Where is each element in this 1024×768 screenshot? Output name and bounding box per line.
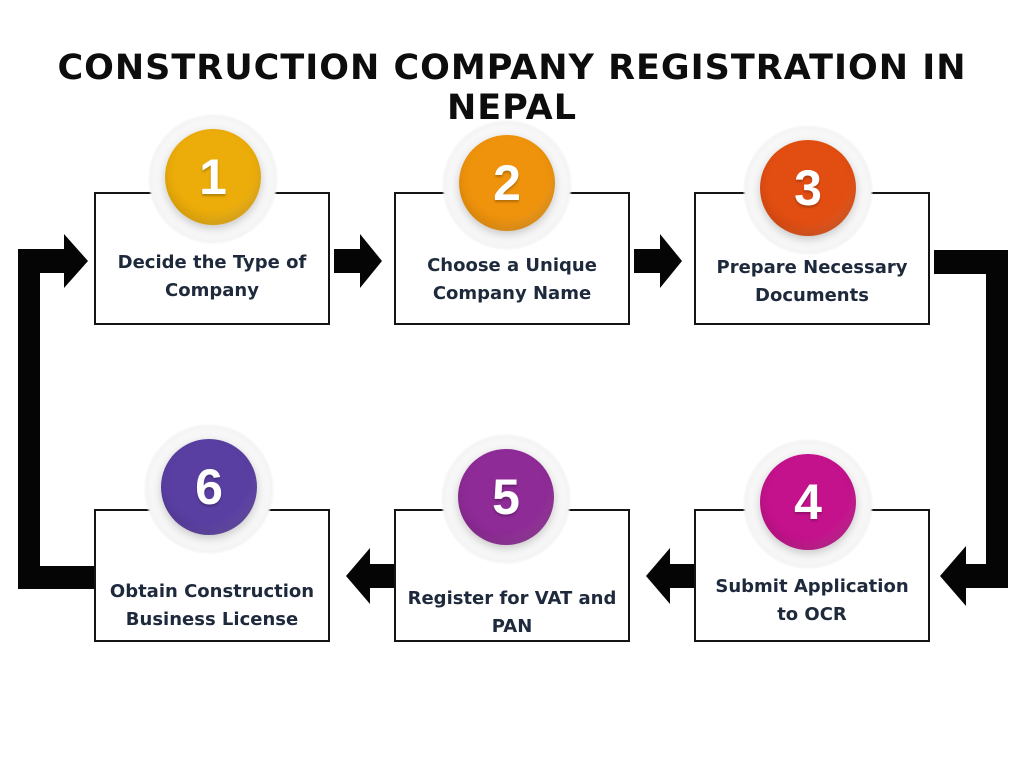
step-6-badge: 6 [144, 424, 274, 554]
step-4-number: 4 [794, 474, 822, 530]
step-3-number: 3 [794, 160, 822, 216]
step-1-badge: 1 [148, 114, 278, 244]
step-3-label: Prepare Necessary Documents [716, 257, 908, 306]
step-4-label: Submit Application to OCR [715, 576, 909, 625]
step-4-disc: 4 [760, 454, 856, 550]
step-1-disc: 1 [165, 129, 261, 225]
step-6-label: Obtain Construction Business License [109, 581, 315, 630]
step-6-number: 6 [195, 459, 223, 515]
arrow-3-to-4 [934, 250, 1008, 606]
step-5-label: Register for VAT and PAN [407, 588, 617, 637]
step-3-disc: 3 [760, 140, 856, 236]
arrow-1-to-2 [334, 234, 382, 288]
step-5-badge: 5 [441, 434, 571, 564]
step-2-badge: 2 [442, 120, 572, 250]
arrow-6-to-1 [18, 234, 94, 589]
arrow-4-to-5 [646, 548, 694, 604]
step-2-number: 2 [493, 155, 521, 211]
step-1-label: Decide the Type of Company [117, 252, 307, 301]
step-1-box: Decide the Type of Company [94, 192, 330, 325]
step-3-badge: 3 [743, 125, 873, 255]
diagram-title: CONSTRUCTION COMPANY REGISTRATION IN NEP… [57, 48, 967, 128]
step-1-number: 1 [199, 149, 227, 205]
arrow-2-to-3 [634, 234, 682, 288]
step-4-badge: 4 [743, 439, 873, 569]
step-5-disc: 5 [458, 449, 554, 545]
step-2-disc: 2 [459, 135, 555, 231]
step-6-disc: 6 [161, 439, 257, 535]
step-5-number: 5 [492, 469, 520, 525]
step-2-label: Choose a Unique Company Name [427, 255, 597, 304]
arrow-5-to-6 [346, 548, 394, 604]
